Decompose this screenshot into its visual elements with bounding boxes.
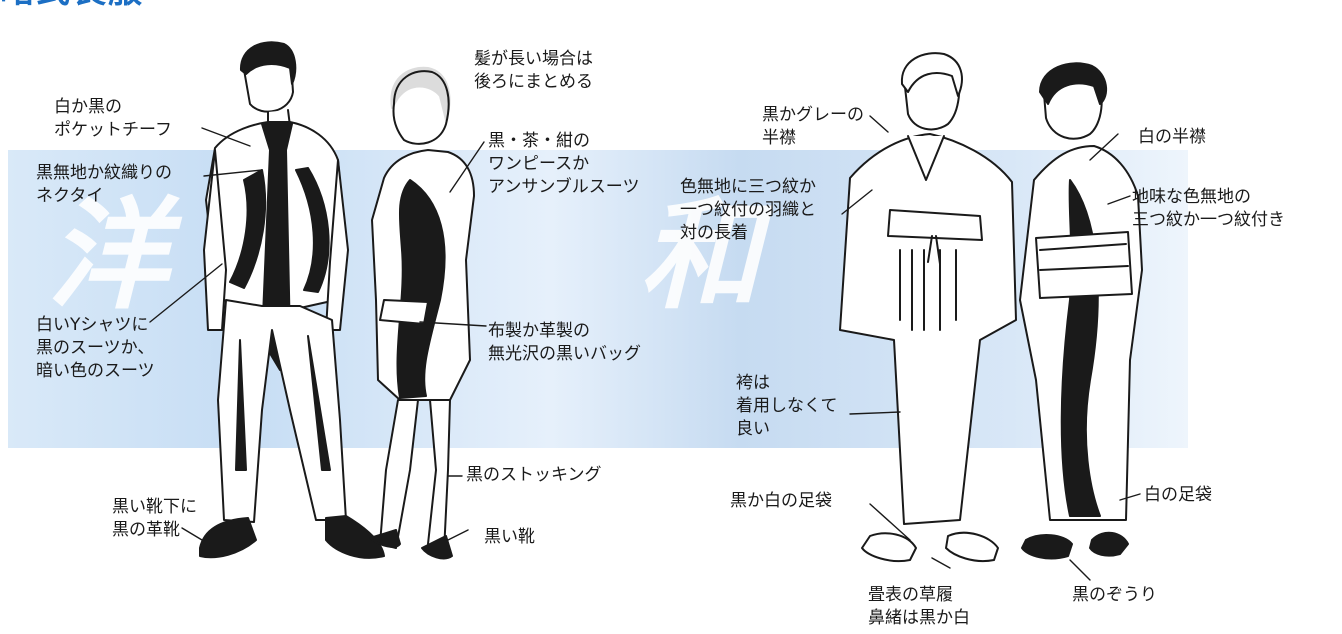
man-in-suit-figure — [199, 41, 385, 559]
pocket-chief-label: 白か黒の ポケットチーフ — [54, 97, 172, 140]
man-in-kimono-figure — [839, 52, 1017, 562]
necktie-label: 黒無地か紋織りの ネクタイ — [36, 163, 172, 206]
dress-label: 黒・茶・紺の ワンピースか アンサンブルスーツ — [488, 131, 640, 197]
tabi-women-label: 白の足袋 — [1144, 485, 1212, 505]
tabi-men-label: 黒か白の足袋 — [730, 491, 832, 511]
zori-women-label: 黒のぞうり — [1072, 585, 1157, 605]
page-title: 略式喪服 — [0, 0, 144, 8]
leader-lines — [149, 115, 1141, 581]
woman-in-kimono-figure — [1019, 62, 1143, 560]
woman-in-dress-figure — [369, 66, 475, 560]
haori-label: 色無地に三つ紋か 一つ紋付の羽織と 対の長着 — [680, 177, 816, 243]
collar-women-label: 白の半襟 — [1138, 127, 1206, 147]
bag-label: 布製か革製の 無光沢の黒いバッグ — [488, 321, 641, 364]
japanese-style-watermark: 和 — [640, 185, 760, 326]
zori-men-label: 畳表の草履 鼻緒は黒か白 — [868, 585, 970, 628]
hakama-label: 袴は 着用しなくて 良い — [736, 373, 838, 439]
long-hair-label: 髪が長い場合は 後ろにまとめる — [474, 49, 593, 92]
socks-shoes-label: 黒い靴下に 黒の革靴 — [112, 497, 197, 540]
stockings-label: 黒のストッキング — [466, 465, 602, 485]
women-shoes-label: 黒い靴 — [484, 527, 535, 547]
kimono-women-label: 地味な色無地の 三つ紋か一つ紋付き — [1132, 187, 1285, 230]
western-style-watermark: 洋 — [48, 185, 168, 326]
shirt-suit-label: 白いYシャツに 黒のスーツか、 暗い色のスーツ — [36, 315, 155, 381]
collar-men-label: 黒かグレーの 半襟 — [762, 105, 864, 148]
